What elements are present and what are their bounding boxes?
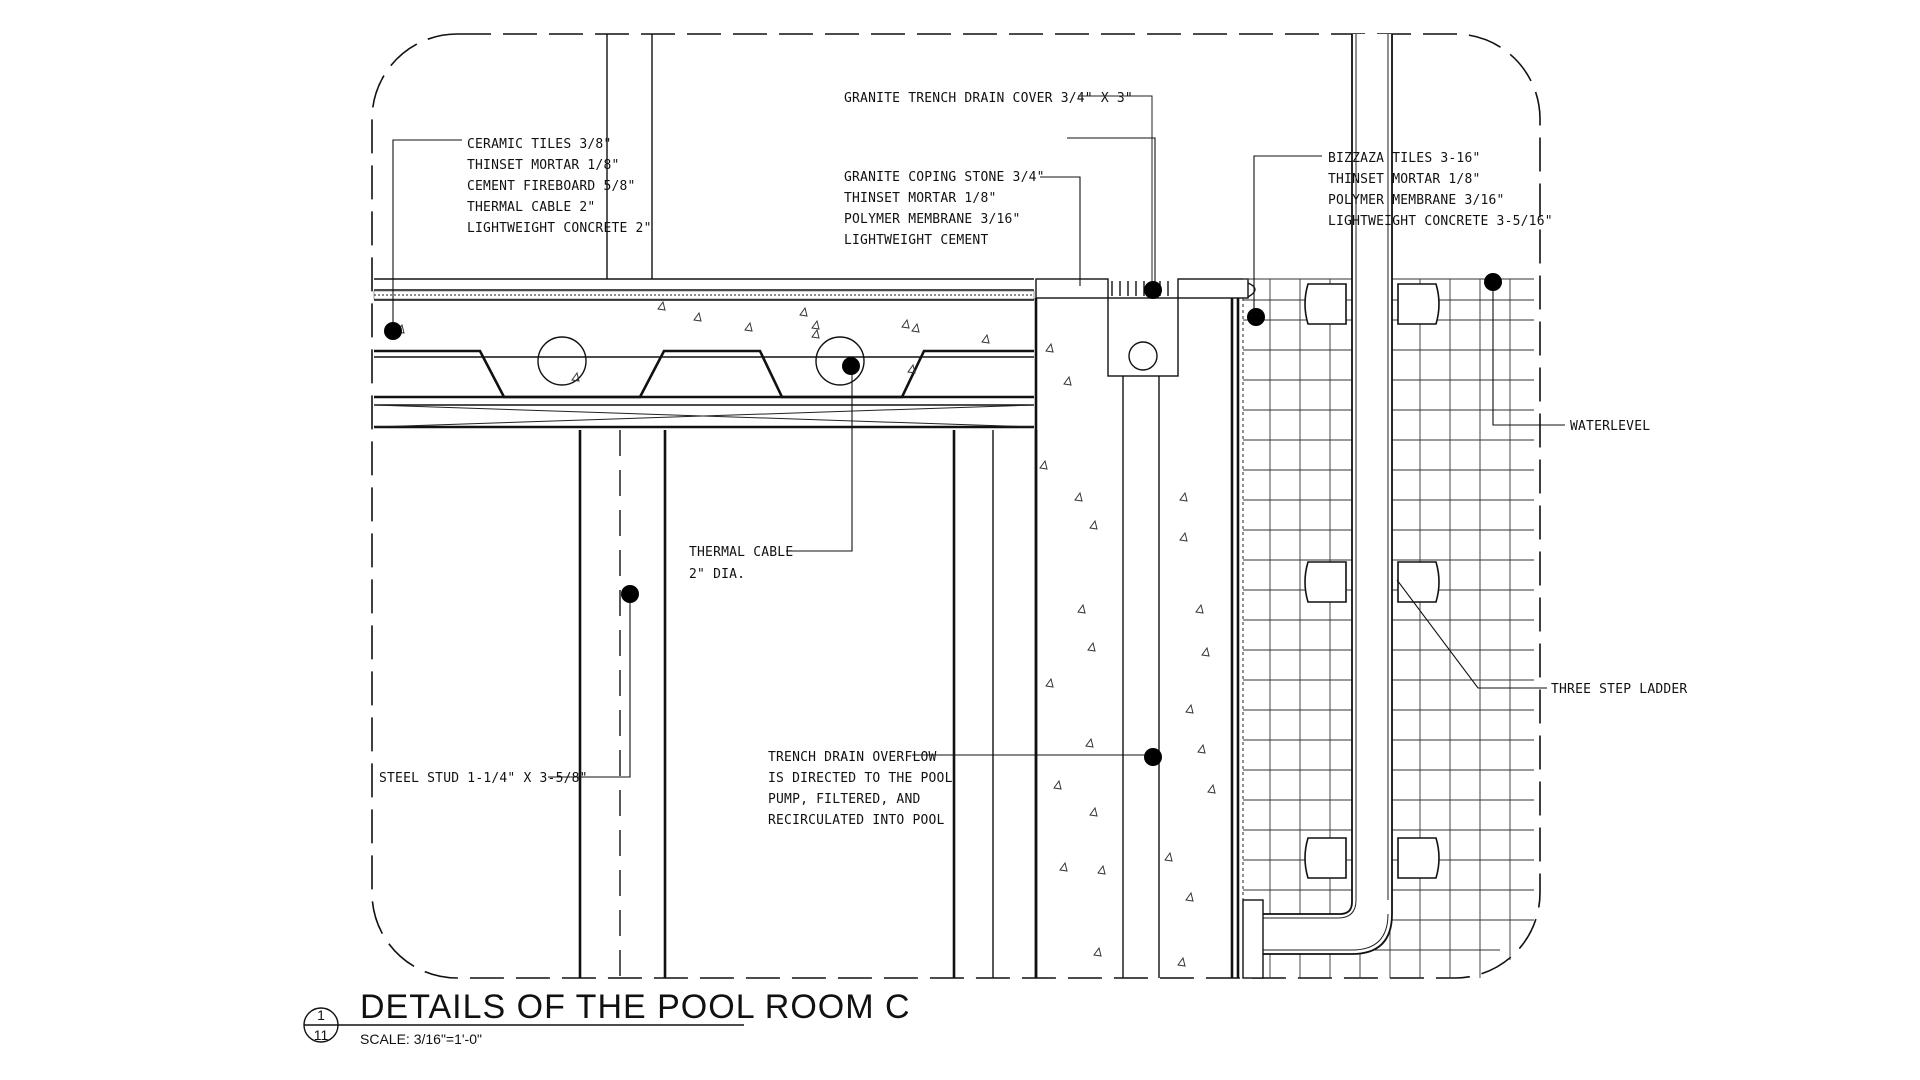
thermal-cable-pipe xyxy=(537,336,587,386)
drawing-scale: SCALE: 3/16"=1'-0" xyxy=(360,1031,482,1047)
waterlevel-callout: WATERLEVEL xyxy=(1570,419,1650,434)
detail-boundary xyxy=(371,33,1541,979)
sheet-number: 11 xyxy=(314,1027,329,1043)
floor-assembly xyxy=(373,34,1038,978)
callout-dot xyxy=(1144,748,1162,766)
floor-assembly-callout: CERAMIC TILES 3/8" THINSET MORTAR 1/8" C… xyxy=(467,137,652,236)
leader-lines xyxy=(392,137,1565,778)
ladder-callout: THREE STEP LADDER xyxy=(1551,682,1687,697)
drawing-title: DETAILS OF THE POOL ROOM C xyxy=(360,988,911,1026)
pool-edge-wall xyxy=(1034,278,1256,978)
callout-dot xyxy=(384,322,402,340)
callout-dot xyxy=(1144,281,1162,299)
steel-stud-callout: STEEL STUD 1-1/4" X 3-5/8" xyxy=(379,771,588,786)
trench-cover-callout: GRANITE TRENCH DRAIN COVER 3/4" X 3" xyxy=(844,91,1133,106)
title-block: 1 11 DETAILS OF THE POOL ROOM C SCALE: 3… xyxy=(303,988,911,1047)
overflow-callout: TRENCH DRAIN OVERFLOW IS DIRECTED TO THE… xyxy=(768,750,961,828)
trench-drain xyxy=(1107,297,1179,377)
thermal-cable-pipe xyxy=(815,336,865,386)
three-step-ladder xyxy=(1242,34,1440,979)
callout-dot xyxy=(1247,308,1265,326)
callout-dot xyxy=(1484,273,1502,291)
callout-dot xyxy=(621,585,639,603)
callout-dots xyxy=(384,273,1502,766)
detail-number: 1 xyxy=(317,1007,325,1023)
thermal-cable-callout: THERMAL CABLE 2" DIA. xyxy=(689,545,801,582)
pool-wall-callout: BIZZAZA TILES 3-16" THINSET MORTAR 1/8" … xyxy=(1328,151,1553,229)
callout-dot xyxy=(842,357,860,375)
coping-callout: GRANITE COPING STONE 3/4" THINSET MORTAR… xyxy=(844,170,1053,248)
